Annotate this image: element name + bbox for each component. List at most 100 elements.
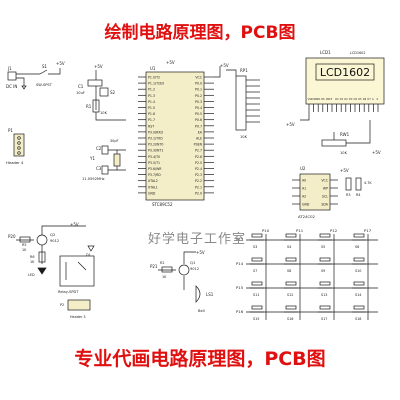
switch-ref: S1: [42, 64, 48, 69]
mcu-pin-label: PSEN: [194, 143, 203, 147]
dc-jack-body: [7, 71, 17, 81]
keypad-row-label: P13: [236, 237, 244, 242]
switch-part: SW-SPST: [36, 83, 53, 87]
lcd-pin-label: VSS: [308, 98, 313, 101]
eeprom-pin-label: WP: [323, 187, 328, 191]
keypad-switch: [319, 233, 331, 238]
mcu-pin-label: P3.5/T1: [148, 161, 160, 165]
r6-val: 1K: [30, 260, 35, 264]
lcd-display-text: LCD1602: [320, 66, 370, 79]
mcu-pin-label: P3.4/T0: [148, 155, 160, 159]
lcd-pin-label: D1: [340, 98, 344, 101]
respack-val: 10K: [240, 135, 248, 139]
lcd-body: [305, 57, 385, 105]
r6-ref: R6: [30, 255, 35, 259]
mcu-pin-label: P2.6: [195, 155, 202, 159]
mcu-pin-label: EA: [198, 130, 203, 134]
reset-switch-s2: [99, 87, 109, 97]
header-3-body: [67, 299, 91, 311]
keypad-key-label: S18: [355, 317, 361, 321]
jack-part: DC IN: [6, 84, 17, 89]
eeprom-pin-label: GND: [302, 203, 310, 207]
lcd-pin-label: E: [331, 98, 333, 101]
eeprom-pin-label: A0: [302, 179, 306, 183]
keypad-key-label: S12: [287, 293, 293, 297]
mcu-pin-label: P1.7: [148, 118, 155, 122]
r5-val: 1K: [22, 248, 27, 252]
capacitor-c3: [101, 165, 109, 175]
keypad-switch: [251, 233, 263, 238]
mcu-pin-label: P3.7/RD: [148, 173, 161, 177]
mcu-pin-label: P2.3: [195, 173, 202, 177]
mcu-pin-label: P1.4: [148, 100, 155, 104]
mcu-pin-label: ALE: [196, 137, 202, 141]
mcu-pin-label: P0.2: [195, 94, 202, 98]
keypad-row-label: P14: [236, 261, 244, 266]
eeprom-pin-label: VCC: [321, 179, 328, 183]
pot-val: 10K: [340, 151, 348, 155]
crystal-y1: [113, 153, 121, 167]
vcc-label: +5V: [340, 168, 349, 173]
keypad-switch: [285, 305, 297, 310]
keypad-row-label: P15: [236, 285, 244, 290]
vcc-label: +5V: [70, 222, 79, 227]
keypad-key-label: S15: [253, 317, 259, 321]
lcd-ref: LCD1: [320, 50, 331, 55]
relay-contact: [77, 261, 87, 271]
keypad-key-label: S16: [287, 317, 293, 321]
lcd-pin-label: D4: [354, 98, 358, 101]
lcd-pin-label: D7: [367, 98, 371, 101]
mcu-pin-label: P2.5: [195, 161, 202, 165]
mcu-pin-label: P1.0/T2: [148, 76, 160, 80]
header-4-body: [13, 133, 25, 157]
wire: [48, 68, 61, 75]
vcc-label: +5V: [372, 150, 381, 155]
s2-ref: S2: [110, 90, 116, 95]
lcd-pin-label: A: [372, 98, 374, 101]
keypad-key-label: S14: [355, 293, 361, 297]
q1-ref: Q1: [190, 260, 196, 265]
c3-ref: C3: [96, 166, 102, 171]
c-val: 30pF: [110, 139, 118, 143]
wire: [226, 69, 237, 76]
keypad-key-label: S11: [253, 293, 259, 297]
keypad-col-label: P17: [364, 228, 372, 233]
q1-part: 9012: [190, 267, 199, 271]
mcu-pin-label: P3.1/TXD: [148, 137, 163, 141]
pot-ref: RW1: [340, 132, 350, 137]
r3-ref: R3: [346, 193, 351, 197]
keypad-switch: [353, 257, 365, 262]
vcc-label: +5V: [196, 250, 205, 255]
q2-part: 9012: [50, 239, 59, 243]
relay-net: P20: [8, 234, 16, 239]
lcd-pin-label: D2: [344, 98, 348, 101]
lcd-pin-label: RW: [326, 98, 331, 101]
keypad-key-label: S17: [321, 317, 327, 321]
buzzer-net: P21: [150, 264, 158, 269]
header-pin: [17, 136, 21, 140]
diode-symbol: [87, 245, 95, 252]
mcu-pin-label: P1.3: [148, 94, 155, 98]
keypad-key-label: S13: [321, 293, 327, 297]
vcc-label: +5V: [56, 61, 65, 66]
wire: [95, 112, 126, 121]
r-val: 4.7K: [364, 181, 372, 185]
y1-val: 11.0592MHz: [82, 177, 105, 181]
wire: [16, 77, 25, 86]
eeprom-pin-label: A2: [302, 195, 306, 199]
vcc-label: +5V: [166, 60, 175, 65]
keypad-col-label: P12: [330, 228, 338, 233]
keypad-switch: [319, 257, 331, 262]
mcu-pin-label: P2.1: [195, 185, 202, 189]
vcc-label: +5V: [220, 63, 229, 68]
mcu-pin-label: P0.6: [195, 118, 202, 122]
header-part: Header 4: [6, 160, 24, 165]
mcu-pin-label: P1.2: [148, 88, 155, 92]
mcu-pin-label: P2.0: [195, 191, 202, 195]
mcu-pin-label: P0.0: [195, 82, 202, 86]
keypad-key-label: S3: [253, 245, 257, 249]
lcd-pin-label: D6: [363, 98, 367, 101]
mcu-pin-label: P0.4: [195, 106, 202, 110]
mcu-pin-label: P1.6: [148, 112, 155, 116]
